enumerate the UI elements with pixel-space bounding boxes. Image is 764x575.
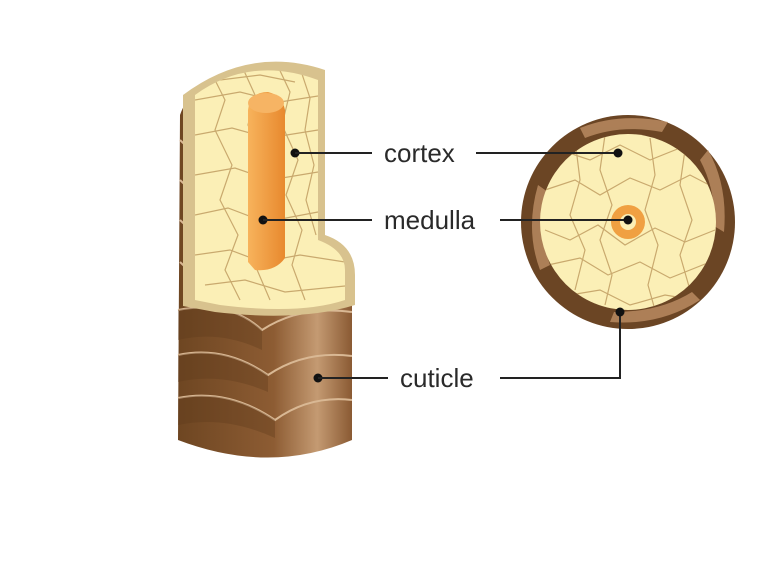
- cuticle-shading: [178, 307, 275, 438]
- medulla-label: medulla: [384, 205, 476, 235]
- hair-shaft-3d: [177, 61, 355, 458]
- cortex-label: cortex: [384, 138, 455, 168]
- cuticle-label: cuticle: [400, 363, 474, 393]
- cortex-dot-right: [613, 148, 623, 158]
- cuticle-callout: cuticle: [313, 307, 625, 393]
- cuticle-body: [178, 95, 352, 458]
- cuticle-dot-right: [615, 307, 625, 317]
- medulla-callout: medulla: [258, 205, 633, 235]
- medulla-dot-right: [623, 215, 633, 225]
- cortex-callout: cortex: [290, 138, 623, 168]
- medulla-rod: [248, 92, 285, 271]
